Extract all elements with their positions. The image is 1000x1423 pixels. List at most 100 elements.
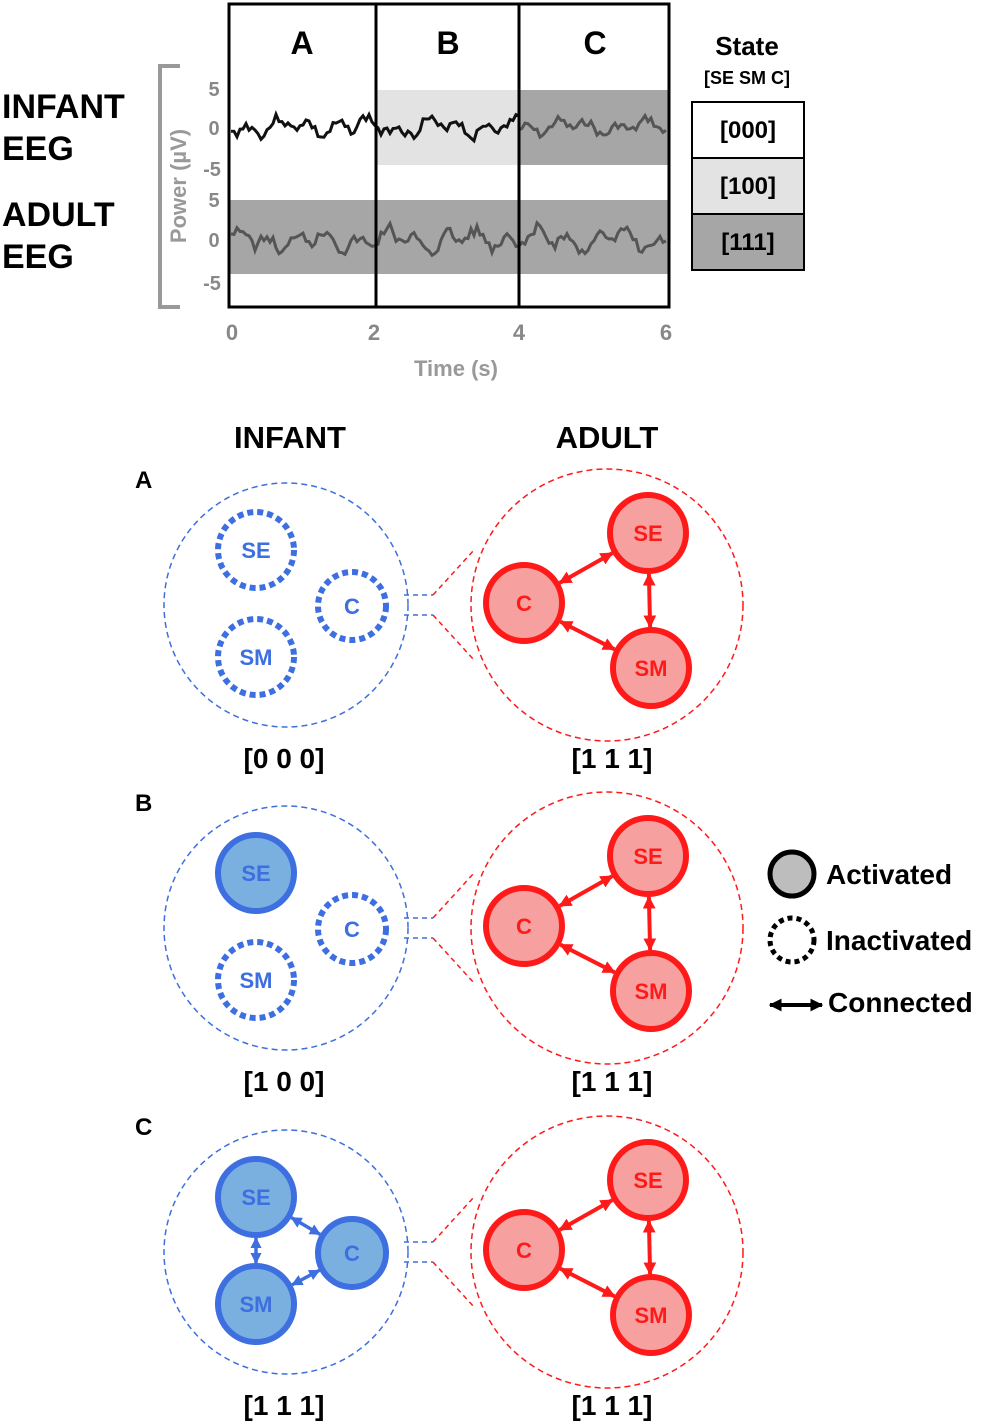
infant-state-vector: [1 1 1] bbox=[244, 1390, 325, 1421]
x-tick-4: 4 bbox=[513, 320, 526, 345]
infant-node-sm bbox=[215, 616, 297, 698]
adult-state-vector: [1 1 1] bbox=[572, 1066, 653, 1097]
network-legend: Activated Inactivated Connected bbox=[767, 849, 973, 1018]
zoom-line bbox=[432, 872, 475, 919]
adult-node-label-c: C bbox=[516, 591, 532, 616]
adult-node-sm bbox=[610, 1274, 692, 1356]
adult-connection-arrow bbox=[558, 551, 614, 585]
row-label: C bbox=[135, 1114, 152, 1141]
network-row: C SE SM C [1 1 1] SE SM C [1 1 1] bbox=[135, 1114, 744, 1421]
legend-inactivated-label: Inactivated bbox=[826, 925, 972, 956]
adult-node-label-c: C bbox=[516, 1238, 532, 1263]
infant-connection-arrow bbox=[291, 1268, 321, 1287]
adult-node-label-sm: SM bbox=[635, 656, 668, 681]
state-box-111 bbox=[691, 213, 805, 271]
epoch-label-c: C bbox=[583, 25, 606, 61]
infant-node-label-sm: SM bbox=[240, 968, 273, 993]
y-tick-adult-neg5: -5 bbox=[203, 273, 221, 295]
adult-node-c bbox=[483, 885, 565, 967]
adult-node-se bbox=[607, 1139, 689, 1221]
y-tick-infant-0: 0 bbox=[208, 118, 219, 140]
infant-network-boundary bbox=[163, 805, 409, 1051]
infant-network-boundary bbox=[163, 482, 409, 728]
infant-node-c bbox=[315, 1216, 389, 1290]
adult-connection-arrow bbox=[559, 1266, 616, 1299]
infant-node-se bbox=[215, 1156, 297, 1238]
zoom-line bbox=[432, 1261, 475, 1308]
y-tick-adult-5: 5 bbox=[208, 190, 219, 212]
adult-connection-arrow bbox=[558, 874, 614, 908]
y-tick-infant-5: 5 bbox=[208, 79, 219, 101]
infant-node-label-sm: SM bbox=[240, 645, 273, 670]
infant-eeg-label-line1: INFANT bbox=[2, 88, 125, 126]
adult-node-label-sm: SM bbox=[635, 1303, 668, 1328]
eeg-frame bbox=[227, 2, 671, 309]
infant-connection-arrow bbox=[290, 1216, 322, 1236]
infant-node-label-c: C bbox=[344, 917, 360, 942]
state-code-000: [000] bbox=[720, 117, 776, 144]
adult-network-boundary bbox=[470, 1115, 744, 1389]
adult-connection-arrow bbox=[642, 572, 657, 629]
adult-eeg-label-line1: ADULT bbox=[2, 196, 115, 234]
activated-icon bbox=[767, 849, 817, 899]
adult-column-header: ADULT bbox=[556, 420, 659, 455]
y-axis-label: Power (µV) bbox=[166, 129, 191, 243]
infant-eeg-trace-epoch-c bbox=[518, 112, 667, 140]
inactivated-icon bbox=[767, 915, 817, 965]
adult-node-label-c: C bbox=[516, 914, 532, 939]
zoom-line bbox=[432, 937, 475, 984]
infant-node-c bbox=[315, 892, 389, 966]
epoch-label-b: B bbox=[436, 25, 459, 61]
adult-node-se bbox=[607, 492, 689, 574]
state-code-111: [111] bbox=[721, 229, 774, 256]
legend-connected-label: Connected bbox=[828, 987, 973, 1018]
adult-connection-arrow bbox=[558, 1198, 614, 1232]
adult-node-c bbox=[483, 1209, 565, 1291]
x-axis-label: Time (s) bbox=[414, 356, 498, 381]
epoch-label-a: A bbox=[290, 25, 313, 61]
x-tick-6: 6 bbox=[660, 320, 672, 345]
adult-state-vector: [1 1 1] bbox=[572, 743, 653, 774]
infant-node-label-se: SE bbox=[241, 861, 270, 886]
zoom-line bbox=[432, 549, 475, 596]
adult-node-label-sm: SM bbox=[635, 979, 668, 1004]
legend-activated-label: Activated bbox=[826, 859, 952, 890]
x-tick-2: 2 bbox=[368, 320, 380, 345]
state-code-100: [100] bbox=[720, 173, 776, 200]
adult-eeg-label-line2: EEG bbox=[2, 238, 74, 276]
row-label: A bbox=[135, 467, 152, 494]
adult-connection-arrow bbox=[559, 942, 616, 975]
infant-network-boundary bbox=[163, 1129, 409, 1375]
adult-connection-arrow bbox=[642, 895, 657, 952]
x-tick-0: 0 bbox=[226, 320, 238, 345]
adult-node-sm bbox=[610, 950, 692, 1032]
infant-node-c bbox=[315, 569, 389, 643]
zoom-line bbox=[432, 1196, 475, 1243]
y-tick-adult-0: 0 bbox=[208, 230, 219, 252]
infant-node-label-c: C bbox=[344, 1241, 360, 1266]
infant-node-label-se: SE bbox=[241, 1185, 270, 1210]
infant-column-header: INFANT bbox=[234, 420, 346, 455]
adult-connection-arrow bbox=[642, 1219, 657, 1276]
infant-node-label-sm: SM bbox=[240, 1292, 273, 1317]
infant-node-sm bbox=[215, 1263, 297, 1345]
adult-node-sm bbox=[610, 627, 692, 709]
zoom-line bbox=[432, 614, 475, 661]
infant-eeg-label-line2: EEG bbox=[2, 130, 74, 168]
adult-node-label-se: SE bbox=[633, 844, 662, 869]
eeg-panel: A B C INFANT EEG ADULT EEG Power (µV) 5 … bbox=[2, 2, 805, 381]
infant-state-vector: [1 0 0] bbox=[244, 1066, 325, 1097]
adult-state-vector: [1 1 1] bbox=[572, 1390, 653, 1421]
adult-node-label-se: SE bbox=[633, 521, 662, 546]
infant-node-se bbox=[215, 832, 297, 914]
infant-node-label-se: SE bbox=[241, 538, 270, 563]
state-legend-title: State bbox=[715, 31, 779, 61]
adult-network-boundary bbox=[470, 468, 744, 742]
adult-node-label-se: SE bbox=[633, 1168, 662, 1193]
infant-node-se bbox=[215, 509, 297, 591]
adult-eeg-trace bbox=[230, 219, 667, 258]
